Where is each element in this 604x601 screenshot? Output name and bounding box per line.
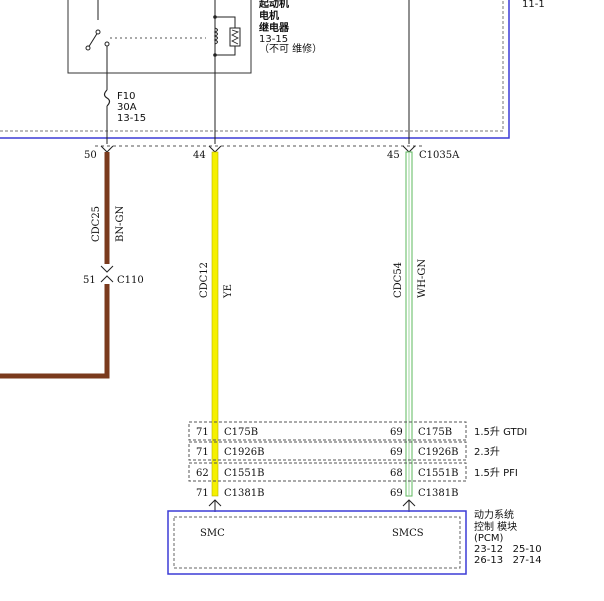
c1035a-pin44-icon [208,145,222,153]
relay-name-1: 起动机 [258,0,289,10]
fuse-ref: 13-15 [117,113,146,124]
variant-3-pin-left: 62 [196,468,209,479]
wire-cdc25: CDC25 BN-GN 51 C110 [0,152,144,379]
wire-cdc12-line [211,151,219,497]
variant-3-conn-right: C1551B [418,468,458,479]
connector-c1381b: 71 C1381B 69 C1381B [196,488,458,512]
fuse-rating: 30A [117,102,137,113]
c1035a-label: C1035A [419,150,460,161]
pcm-outer-border [167,510,467,575]
pcm-ref-1: 23-12 25-10 [474,544,542,555]
pin-45-label: 45 [387,150,400,161]
relay-resistor-zigzag [231,29,240,45]
pcm-inner-border [173,516,461,569]
variant-1-engine: 1.5升 GTDI [474,426,527,438]
relay-name-3: 继电器 [259,21,290,34]
variant-1-conn-left: C175B [224,427,258,438]
c110-label: C110 [117,275,144,286]
pin-50-label: 50 [84,150,97,161]
pcm-name-1: 动力系统 [474,508,514,521]
relay-switch-arm [87,31,99,49]
c110-pin51-socket-icon [100,275,114,283]
pcm-pin-right: 69 [390,488,403,499]
pcm-conn-left: C1381B [224,488,264,499]
variant-row-2-box [188,441,467,461]
pcm-name-2: 控制 模块 [474,520,517,533]
wire-cdc54: CDC54 WH-GN [393,151,428,497]
wire-cdc25-color: BN-GN [115,206,126,242]
fuse-name: F10 [117,91,135,102]
wire-cdc25-segment-2 [0,284,110,379]
c110-pin51-icon [100,265,114,273]
variant-row-1-box [188,421,467,441]
variant-1-pin-left: 71 [196,427,209,438]
pin-51-label: 51 [83,275,96,286]
junction-box: 11-1 [0,0,545,139]
pcm-name-3: (PCM) [474,533,504,544]
wire-cdc54-color: WH-GN [417,259,428,298]
relay-note: （不可 维修） [259,42,322,55]
relay-box [67,0,252,74]
variant-1-conn-right: C175B [418,427,452,438]
wire-cdc12-color: YE [223,284,234,299]
pcm-module: SMC SMCS 动力系统 控制 模块 (PCM) 23-12 25-10 26… [167,508,542,575]
fuse-icon [103,89,111,107]
variant-row-3-box [188,462,467,482]
junction-box-outer-border [0,0,510,139]
relay-coil-icon [213,27,218,45]
pcm-ref-2: 26-13 27-14 [474,555,542,566]
junction-box-inner-border [0,0,504,132]
pcm-conn-right: C1381B [418,488,458,499]
relay-resistor-icon [229,27,241,47]
variant-2-conn-left: C1926B [224,447,264,458]
variant-3-pin-right: 68 [390,468,403,479]
junction-box-ref: 11-1 [522,0,545,10]
pin-44-label: 44 [193,150,206,161]
relay-contact-3 [104,41,110,47]
relay-name-2: 电机 [259,9,279,22]
variant-2-engine: 2.3升 [474,446,500,458]
variant-3-conn-left: C1551B [224,468,264,479]
starter-relay: 起动机 电机 继电器 13-15 （不可 维修） [67,0,322,74]
wire-cdc54-circuit: CDC54 [393,262,404,298]
wire-cdc12-circuit: CDC12 [199,262,210,298]
variant-connectors: 71 C175B 69 C175B 1.5升 GTDI 71 C1926B 69… [188,421,527,482]
connector-c1035a: 50 44 45 C1035A [84,145,460,161]
c1035a-pin45-icon [402,145,416,153]
relay-contact-1 [85,45,91,51]
pcm-signal-right: SMCS [392,528,424,539]
variant-2-conn-right: C1926B [418,447,458,458]
wire-cdc25-circuit: CDC25 [91,206,102,242]
variant-2-pin-right: 69 [390,447,403,458]
variant-2-pin-left: 71 [196,447,209,458]
pcm-signal-left: SMC [200,528,225,539]
fuse-f10: F10 30A 13-15 [103,73,146,144]
relay-contact-2 [95,29,101,35]
variant-3-engine: 1.5升 PFI [474,467,518,479]
c1035a-pin50-icon [100,145,114,153]
pcm-pin-left: 71 [196,488,209,499]
wire-cdc12: CDC12 YE [199,151,234,497]
relay-ref: 13-15 [259,34,288,45]
variant-1-pin-right: 69 [390,427,403,438]
